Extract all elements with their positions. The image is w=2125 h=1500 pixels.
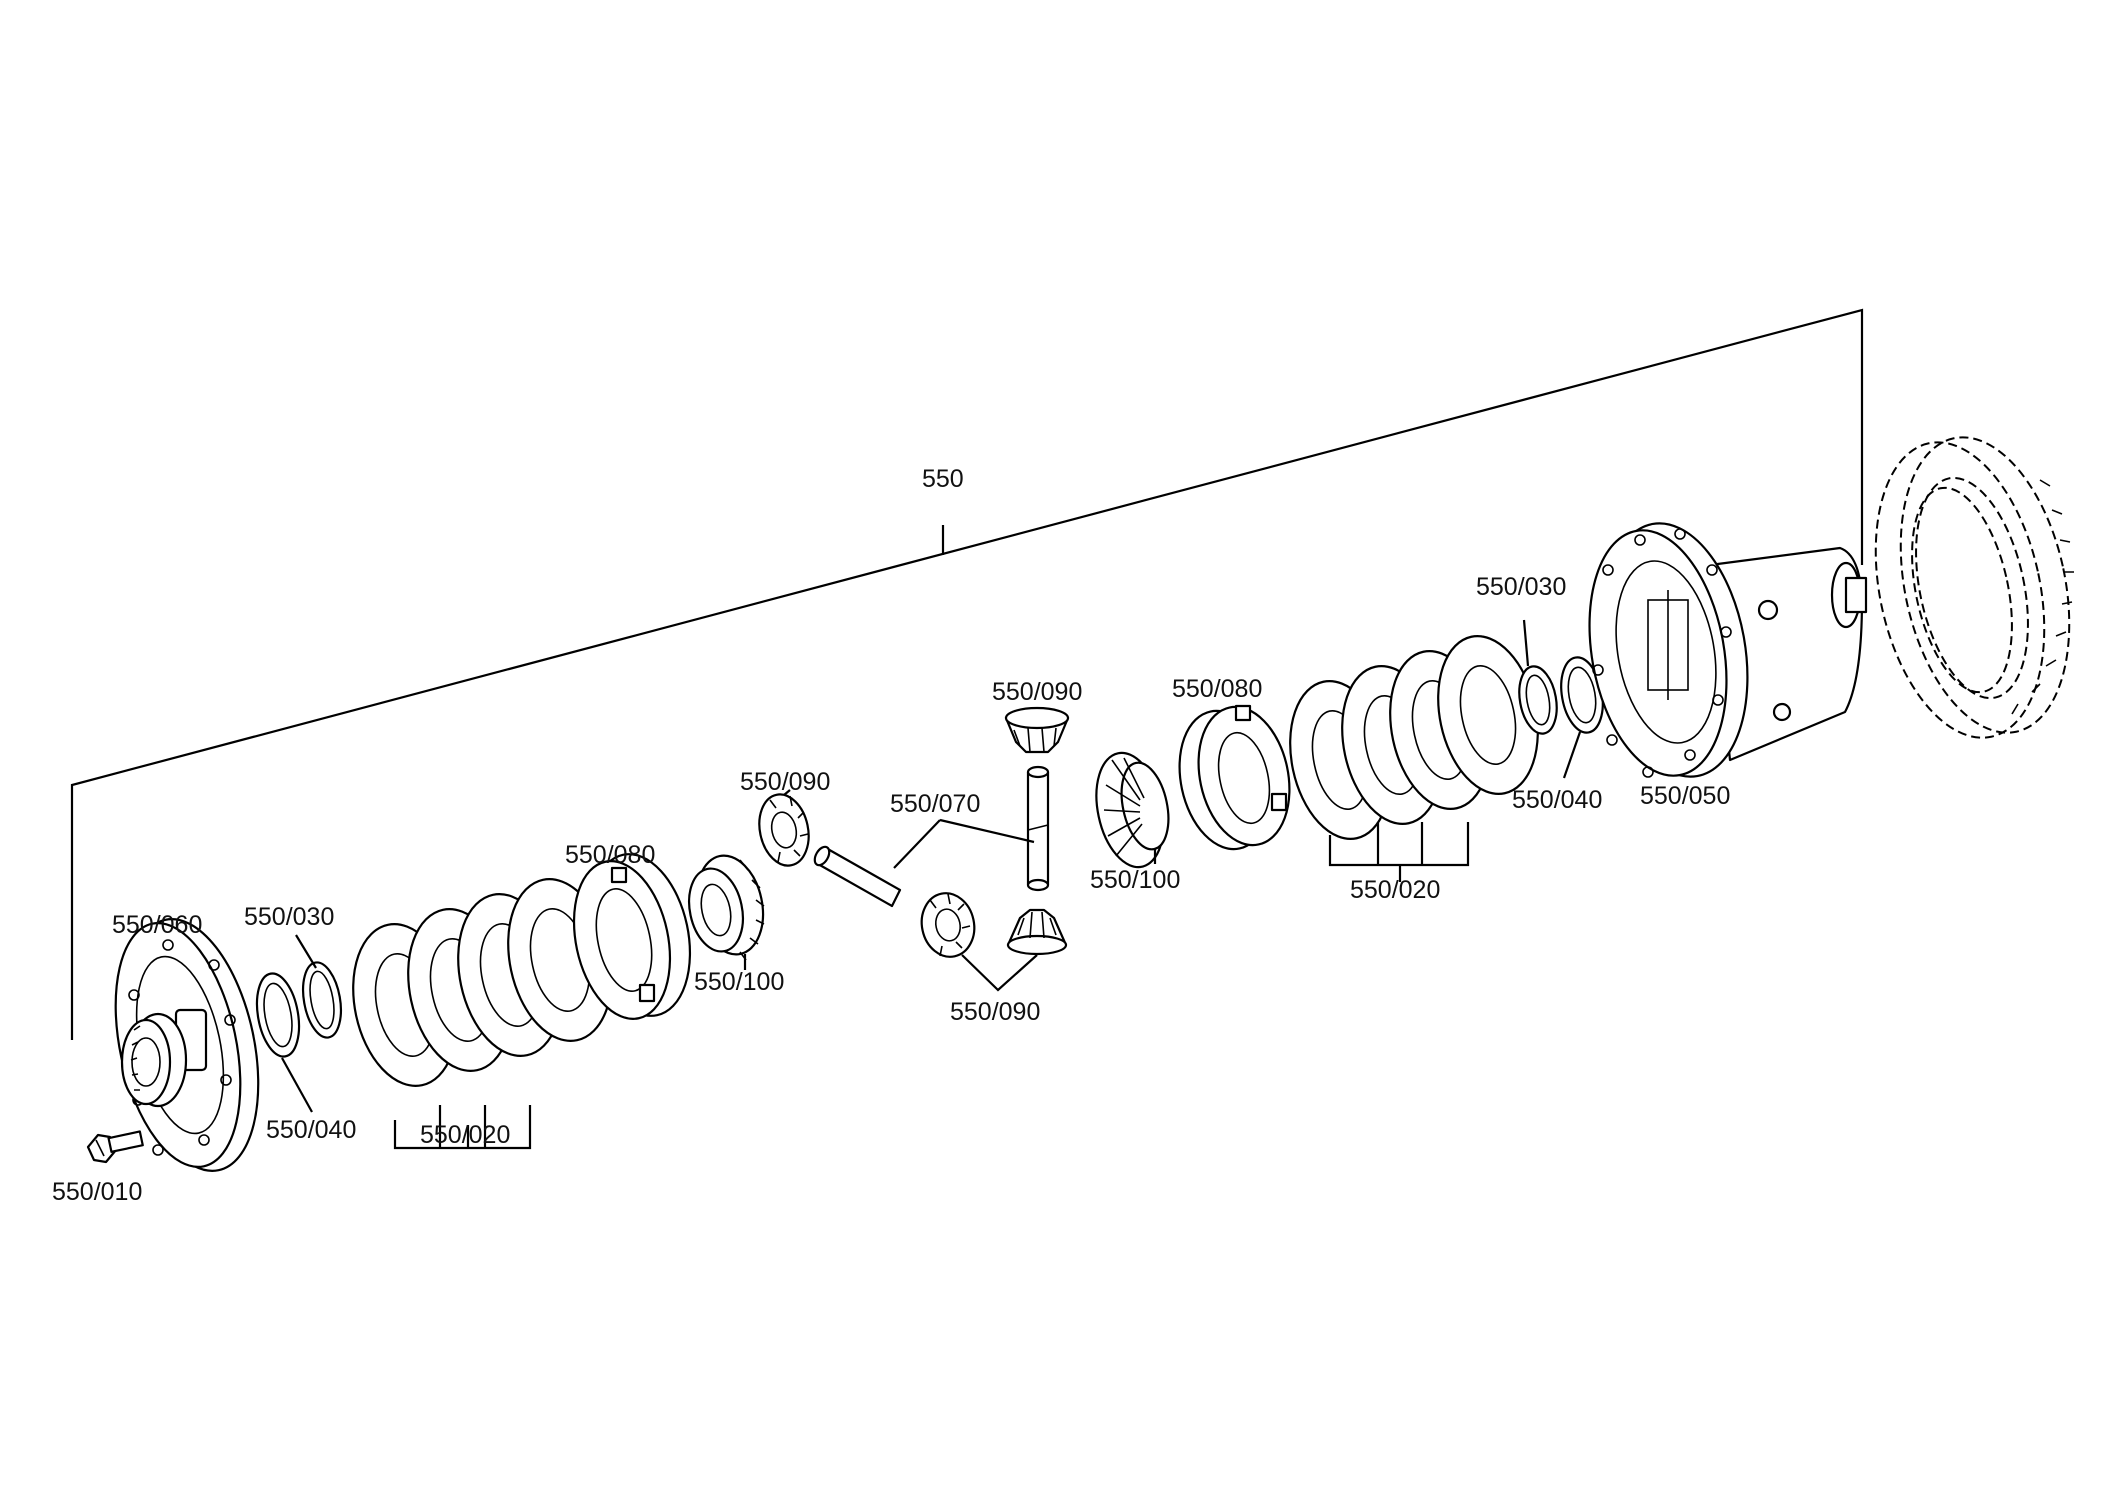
ring-gear-part bbox=[1874, 436, 2074, 739]
plates-right-part bbox=[1289, 635, 1539, 882]
pressure-ring-right-part bbox=[1178, 704, 1291, 851]
pinion-top-part bbox=[1004, 706, 1070, 754]
shim-right-030-part bbox=[1518, 665, 1558, 735]
label-550-030-left: 550/030 bbox=[244, 903, 334, 931]
assembly-bracket bbox=[70, 308, 1864, 1040]
pinion-upper-left-part bbox=[758, 793, 810, 867]
label-550-040-left: 550/040 bbox=[266, 1116, 356, 1144]
shim-left-030-part bbox=[301, 961, 343, 1039]
label-550-020-right: 550/020 bbox=[1350, 876, 1440, 904]
label-550-080-right: 550/080 bbox=[1172, 675, 1262, 703]
side-gear-left-part bbox=[688, 854, 765, 961]
label-550-040-right: 550/040 bbox=[1512, 786, 1602, 814]
label-550-020-left: 550/020 bbox=[420, 1121, 510, 1149]
shim-left-040-part bbox=[255, 972, 301, 1058]
label-550-090-upper-left: 550/090 bbox=[740, 768, 830, 796]
label-550-090-bottom: 550/090 bbox=[950, 998, 1040, 1026]
label-550-090-top: 550/090 bbox=[992, 678, 1082, 706]
pinion-bottom-left-part bbox=[920, 892, 976, 958]
pressure-ring-left-part bbox=[572, 853, 692, 1020]
label-550-100-right: 550/100 bbox=[1090, 866, 1180, 894]
label-550-010: 550/010 bbox=[52, 1178, 142, 1206]
bolt-part bbox=[86, 1130, 144, 1164]
cover-part bbox=[114, 918, 260, 1172]
label-550-030-right: 550/030 bbox=[1476, 573, 1566, 601]
label-550-100-left: 550/100 bbox=[694, 968, 784, 996]
label-550-050: 550/050 bbox=[1640, 782, 1730, 810]
housing-part bbox=[1588, 522, 1868, 778]
label-550-080-left: 550/080 bbox=[565, 841, 655, 869]
label-550-060: 550/060 bbox=[112, 911, 202, 939]
label-550-070: 550/070 bbox=[890, 790, 980, 818]
side-gear-right-part bbox=[1095, 751, 1170, 869]
leader-lines bbox=[281, 619, 1582, 1113]
cross-shaft-part bbox=[813, 765, 1050, 908]
pinion-bottom-part bbox=[1006, 908, 1068, 956]
label-550: 550 bbox=[922, 465, 964, 493]
